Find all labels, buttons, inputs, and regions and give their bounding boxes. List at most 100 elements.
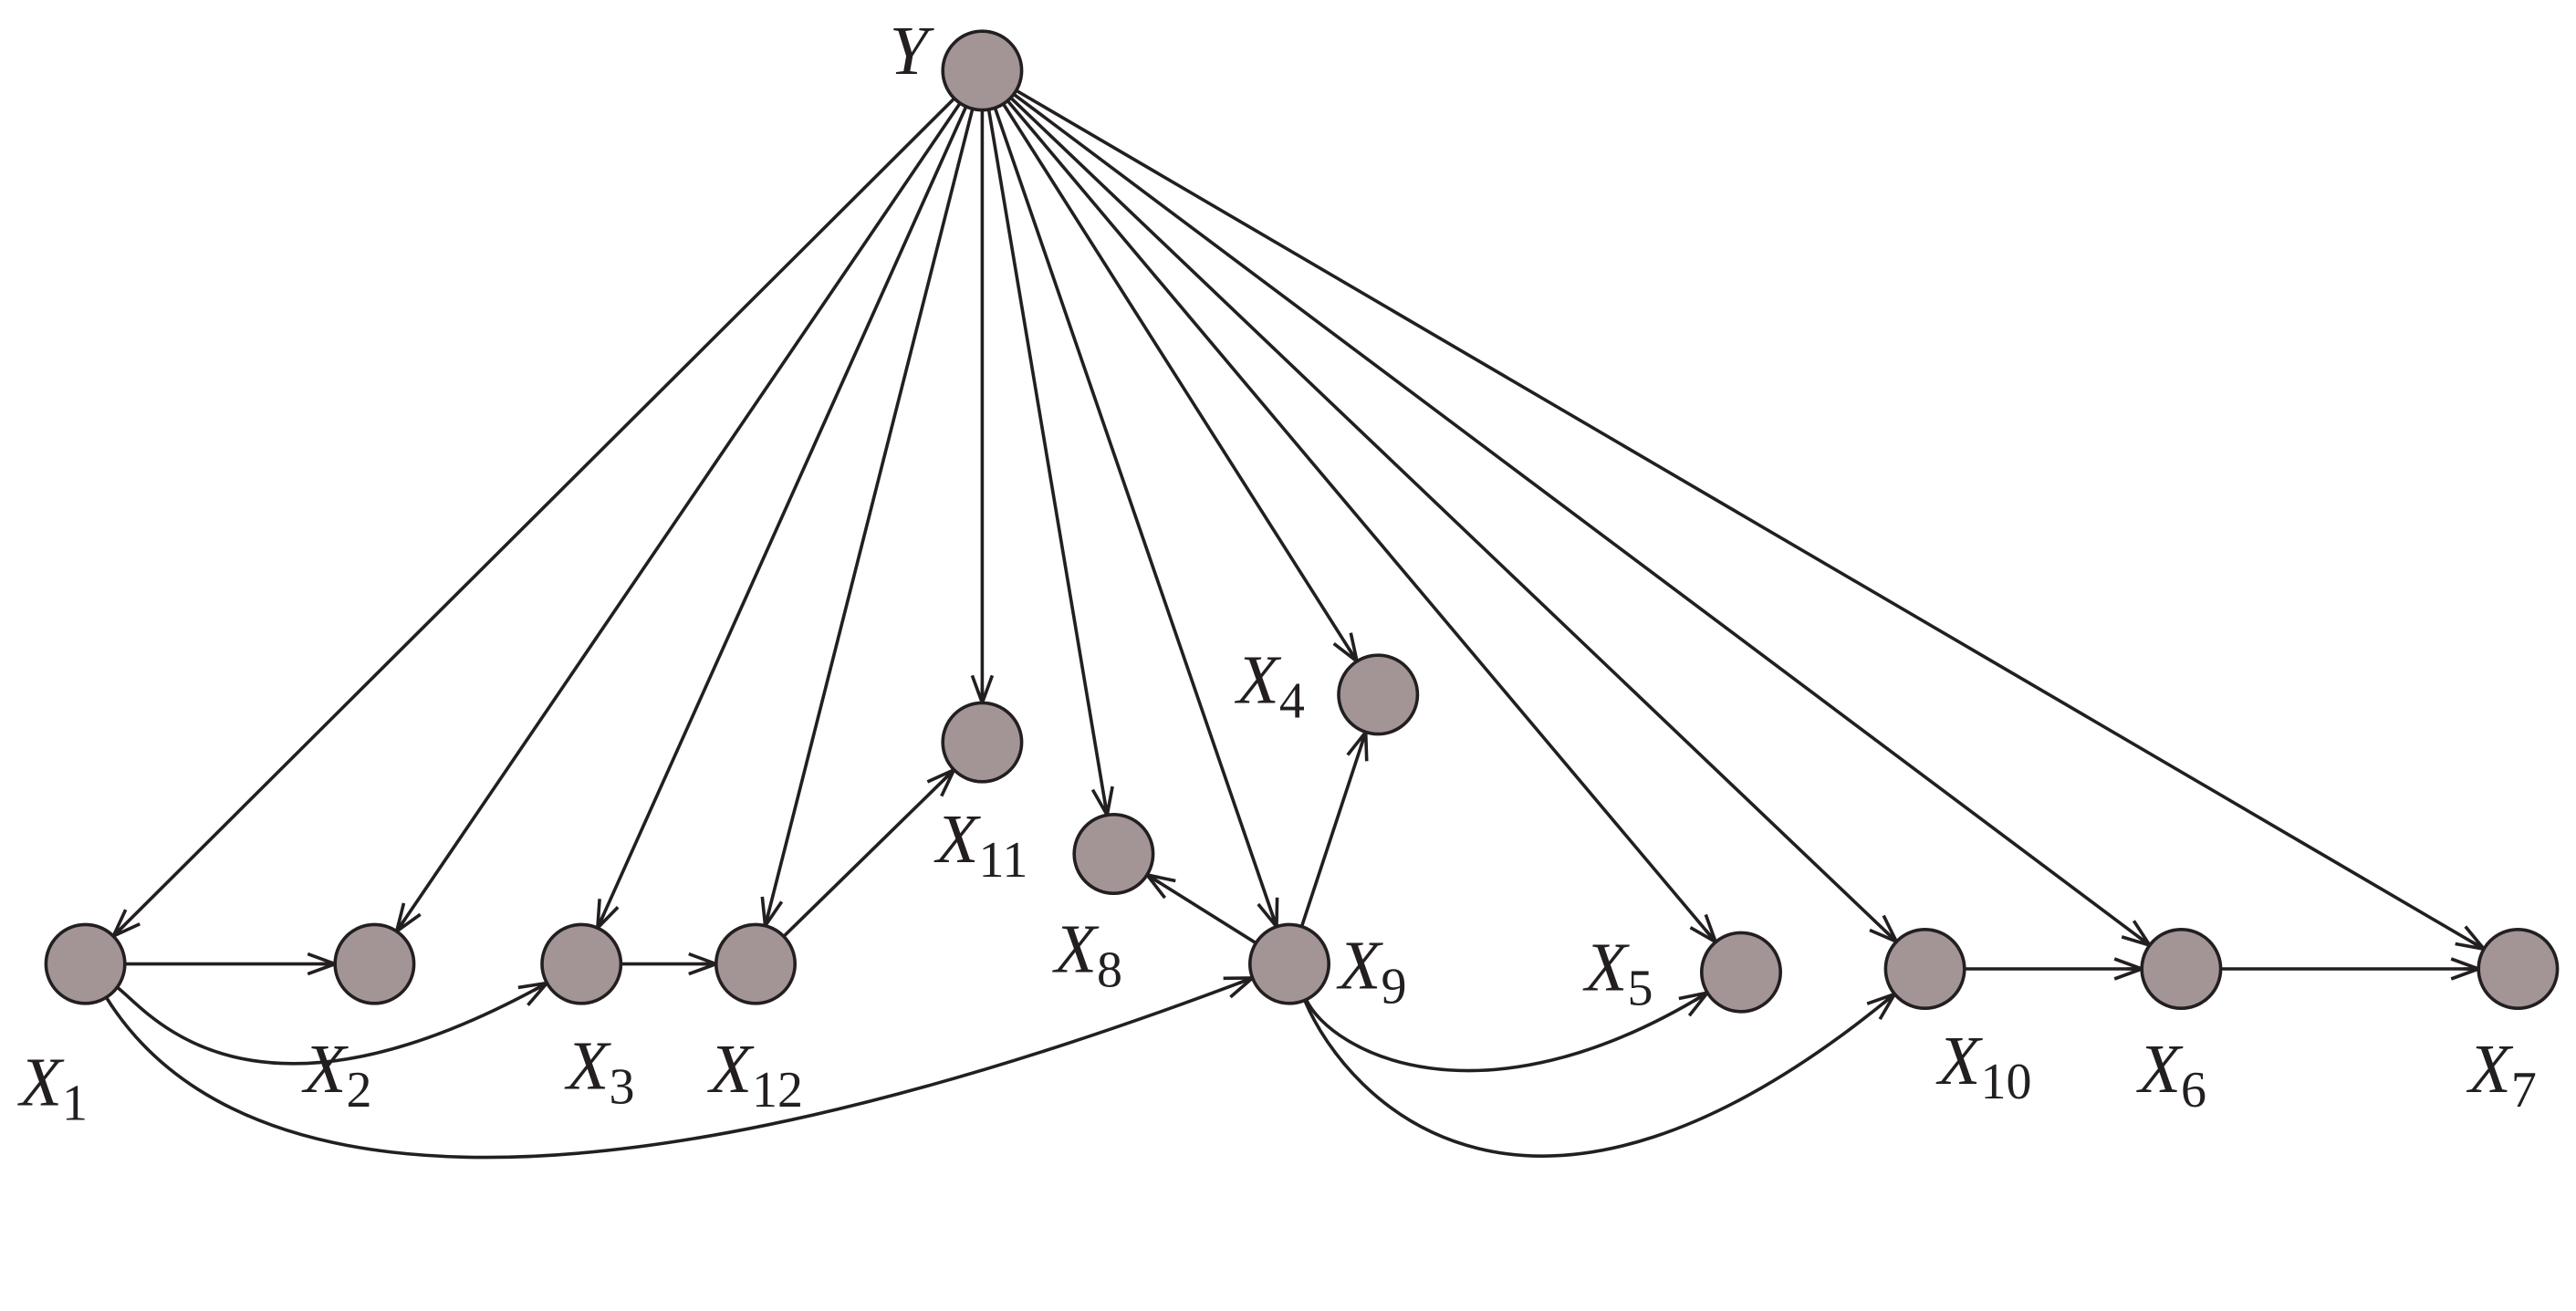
edge-y-to-x7-arrowhead — [2455, 925, 2488, 952]
node-label-subscript: 11 — [978, 832, 1027, 889]
node-label-x10: X10 — [1935, 1023, 2031, 1110]
node-x12 — [714, 922, 797, 1005]
node-label-letter: X — [707, 1031, 755, 1108]
node-x11 — [941, 701, 1024, 784]
node-label-y: Y — [890, 13, 935, 89]
node-label-letter: Y — [890, 13, 935, 89]
edge-x1-to-x3-line — [116, 981, 548, 1066]
node-x10 — [1883, 927, 1966, 1010]
node-label-subscript: 4 — [1279, 672, 1305, 729]
edge-y-to-x6-line — [981, 68, 2151, 947]
edge-y-to-x3-line — [596, 69, 985, 929]
edge-y-to-x1 — [110, 69, 984, 940]
edge-y-to-x1-line — [111, 69, 984, 938]
node-label-subscript: 7 — [2511, 1062, 2537, 1119]
node-label-x6: X6 — [2136, 1031, 2206, 1119]
edge-y-to-x12-line — [763, 69, 985, 927]
node-x5 — [1700, 931, 1783, 1014]
nodes-layer — [44, 29, 2560, 1014]
edge-y-to-x2 — [393, 69, 984, 936]
node-label-x7: X7 — [2466, 1031, 2536, 1119]
node-x1 — [44, 922, 127, 1005]
node-label-letter: X — [2136, 1031, 2184, 1108]
node-label-letter: X — [2466, 1031, 2513, 1108]
node-label-x11: X11 — [933, 801, 1027, 889]
node-x4 — [1337, 653, 1420, 736]
edge-x9-to-x5-line — [1304, 991, 1709, 1073]
edge-y-to-x9 — [980, 69, 1279, 931]
edge-y-to-x9-line — [980, 69, 1278, 928]
edge-y-to-x8 — [980, 70, 1114, 820]
node-x2 — [333, 922, 416, 1005]
edge-x1-to-x9 — [104, 976, 1257, 1160]
node-label-letter: X — [1582, 929, 1630, 1005]
edge-x12-to-x11 — [782, 766, 958, 938]
edge-x10-to-x6 — [1964, 957, 2147, 981]
node-x9 — [1248, 922, 1331, 1005]
edge-y-to-x2-arrowhead — [393, 902, 422, 936]
edge-y-to-x7-line — [981, 68, 2486, 951]
node-label-subscript: 12 — [752, 1062, 803, 1119]
node-label-subscript: 5 — [1627, 960, 1653, 1016]
edge-x9-to-x8-arrowhead — [1142, 872, 1176, 900]
node-label-x2: X2 — [301, 1031, 371, 1119]
edge-x1-to-x9-line — [104, 976, 1254, 1160]
node-label-letter: X — [933, 801, 981, 878]
node-label-letter: X — [1234, 641, 1281, 718]
node-label-letter: X — [1935, 1023, 1983, 1099]
edge-y-to-x4-line — [980, 69, 1359, 662]
edge-x12-to-x11-line — [782, 768, 955, 938]
node-label-x3: X3 — [564, 1027, 634, 1115]
node-label-x9: X9 — [1336, 928, 1406, 1015]
edge-x9-to-x4-line — [1299, 731, 1368, 928]
node-label-letter: X — [1052, 911, 1100, 988]
edge-x1-to-x3-arrowhead — [517, 980, 551, 1006]
edge-y-to-x4 — [980, 69, 1360, 666]
node-label-x4: X4 — [1234, 641, 1304, 729]
edge-x9-to-x10 — [1303, 991, 1899, 1158]
edge-y-to-x5 — [981, 69, 1719, 946]
node-x7 — [2477, 927, 2560, 1010]
edge-y-to-x11 — [970, 70, 995, 708]
node-x3 — [540, 922, 623, 1005]
edge-x9-to-x8-line — [1146, 873, 1257, 945]
edge-x9-to-x5-arrowhead — [1678, 990, 1712, 1017]
node-label-subscript: 9 — [1381, 959, 1406, 1015]
node-label-subscript: 3 — [609, 1058, 634, 1115]
node-label-subscript: 8 — [1097, 942, 1122, 999]
edges-layer — [104, 68, 2488, 1160]
edge-y-to-x7 — [981, 68, 2488, 952]
edge-y-to-x6 — [981, 68, 2154, 949]
node-label-subscript: 6 — [2181, 1062, 2206, 1119]
node-label-x8: X8 — [1052, 911, 1122, 999]
edge-x9-to-x8 — [1142, 872, 1257, 945]
node-x8 — [1072, 812, 1155, 895]
node-label-x5: X5 — [1582, 929, 1653, 1016]
node-label-x1: X1 — [17, 1044, 88, 1131]
edge-y-to-x2-line — [395, 69, 984, 932]
edge-x6-to-x7 — [2220, 957, 2484, 981]
edge-x1-to-x2 — [124, 952, 340, 976]
edge-y-to-x8-line — [980, 70, 1110, 816]
node-label-x12: X12 — [707, 1031, 803, 1119]
edge-x3-to-x12 — [621, 952, 722, 976]
node-x6 — [2140, 927, 2223, 1010]
node-label-subscript: 2 — [346, 1062, 371, 1119]
edge-x9-to-x10-line — [1303, 993, 1896, 1158]
node-label-subscript: 1 — [62, 1075, 88, 1131]
node-label-letter: X — [564, 1027, 611, 1104]
node-y — [941, 29, 1024, 112]
node-label-letter: X — [17, 1044, 65, 1120]
node-label-subscript: 10 — [1980, 1054, 2031, 1110]
edge-y-to-x10 — [981, 69, 1901, 945]
edge-y-to-x4-arrowhead — [1332, 632, 1360, 666]
edge-x9-to-x4 — [1299, 727, 1369, 928]
edge-y-to-x10-line — [981, 69, 1898, 943]
node-label-letter: X — [1336, 928, 1383, 1004]
edge-y-to-x12 — [760, 69, 985, 931]
edge-y-to-x5-line — [981, 69, 1717, 943]
node-label-letter: X — [301, 1031, 349, 1108]
